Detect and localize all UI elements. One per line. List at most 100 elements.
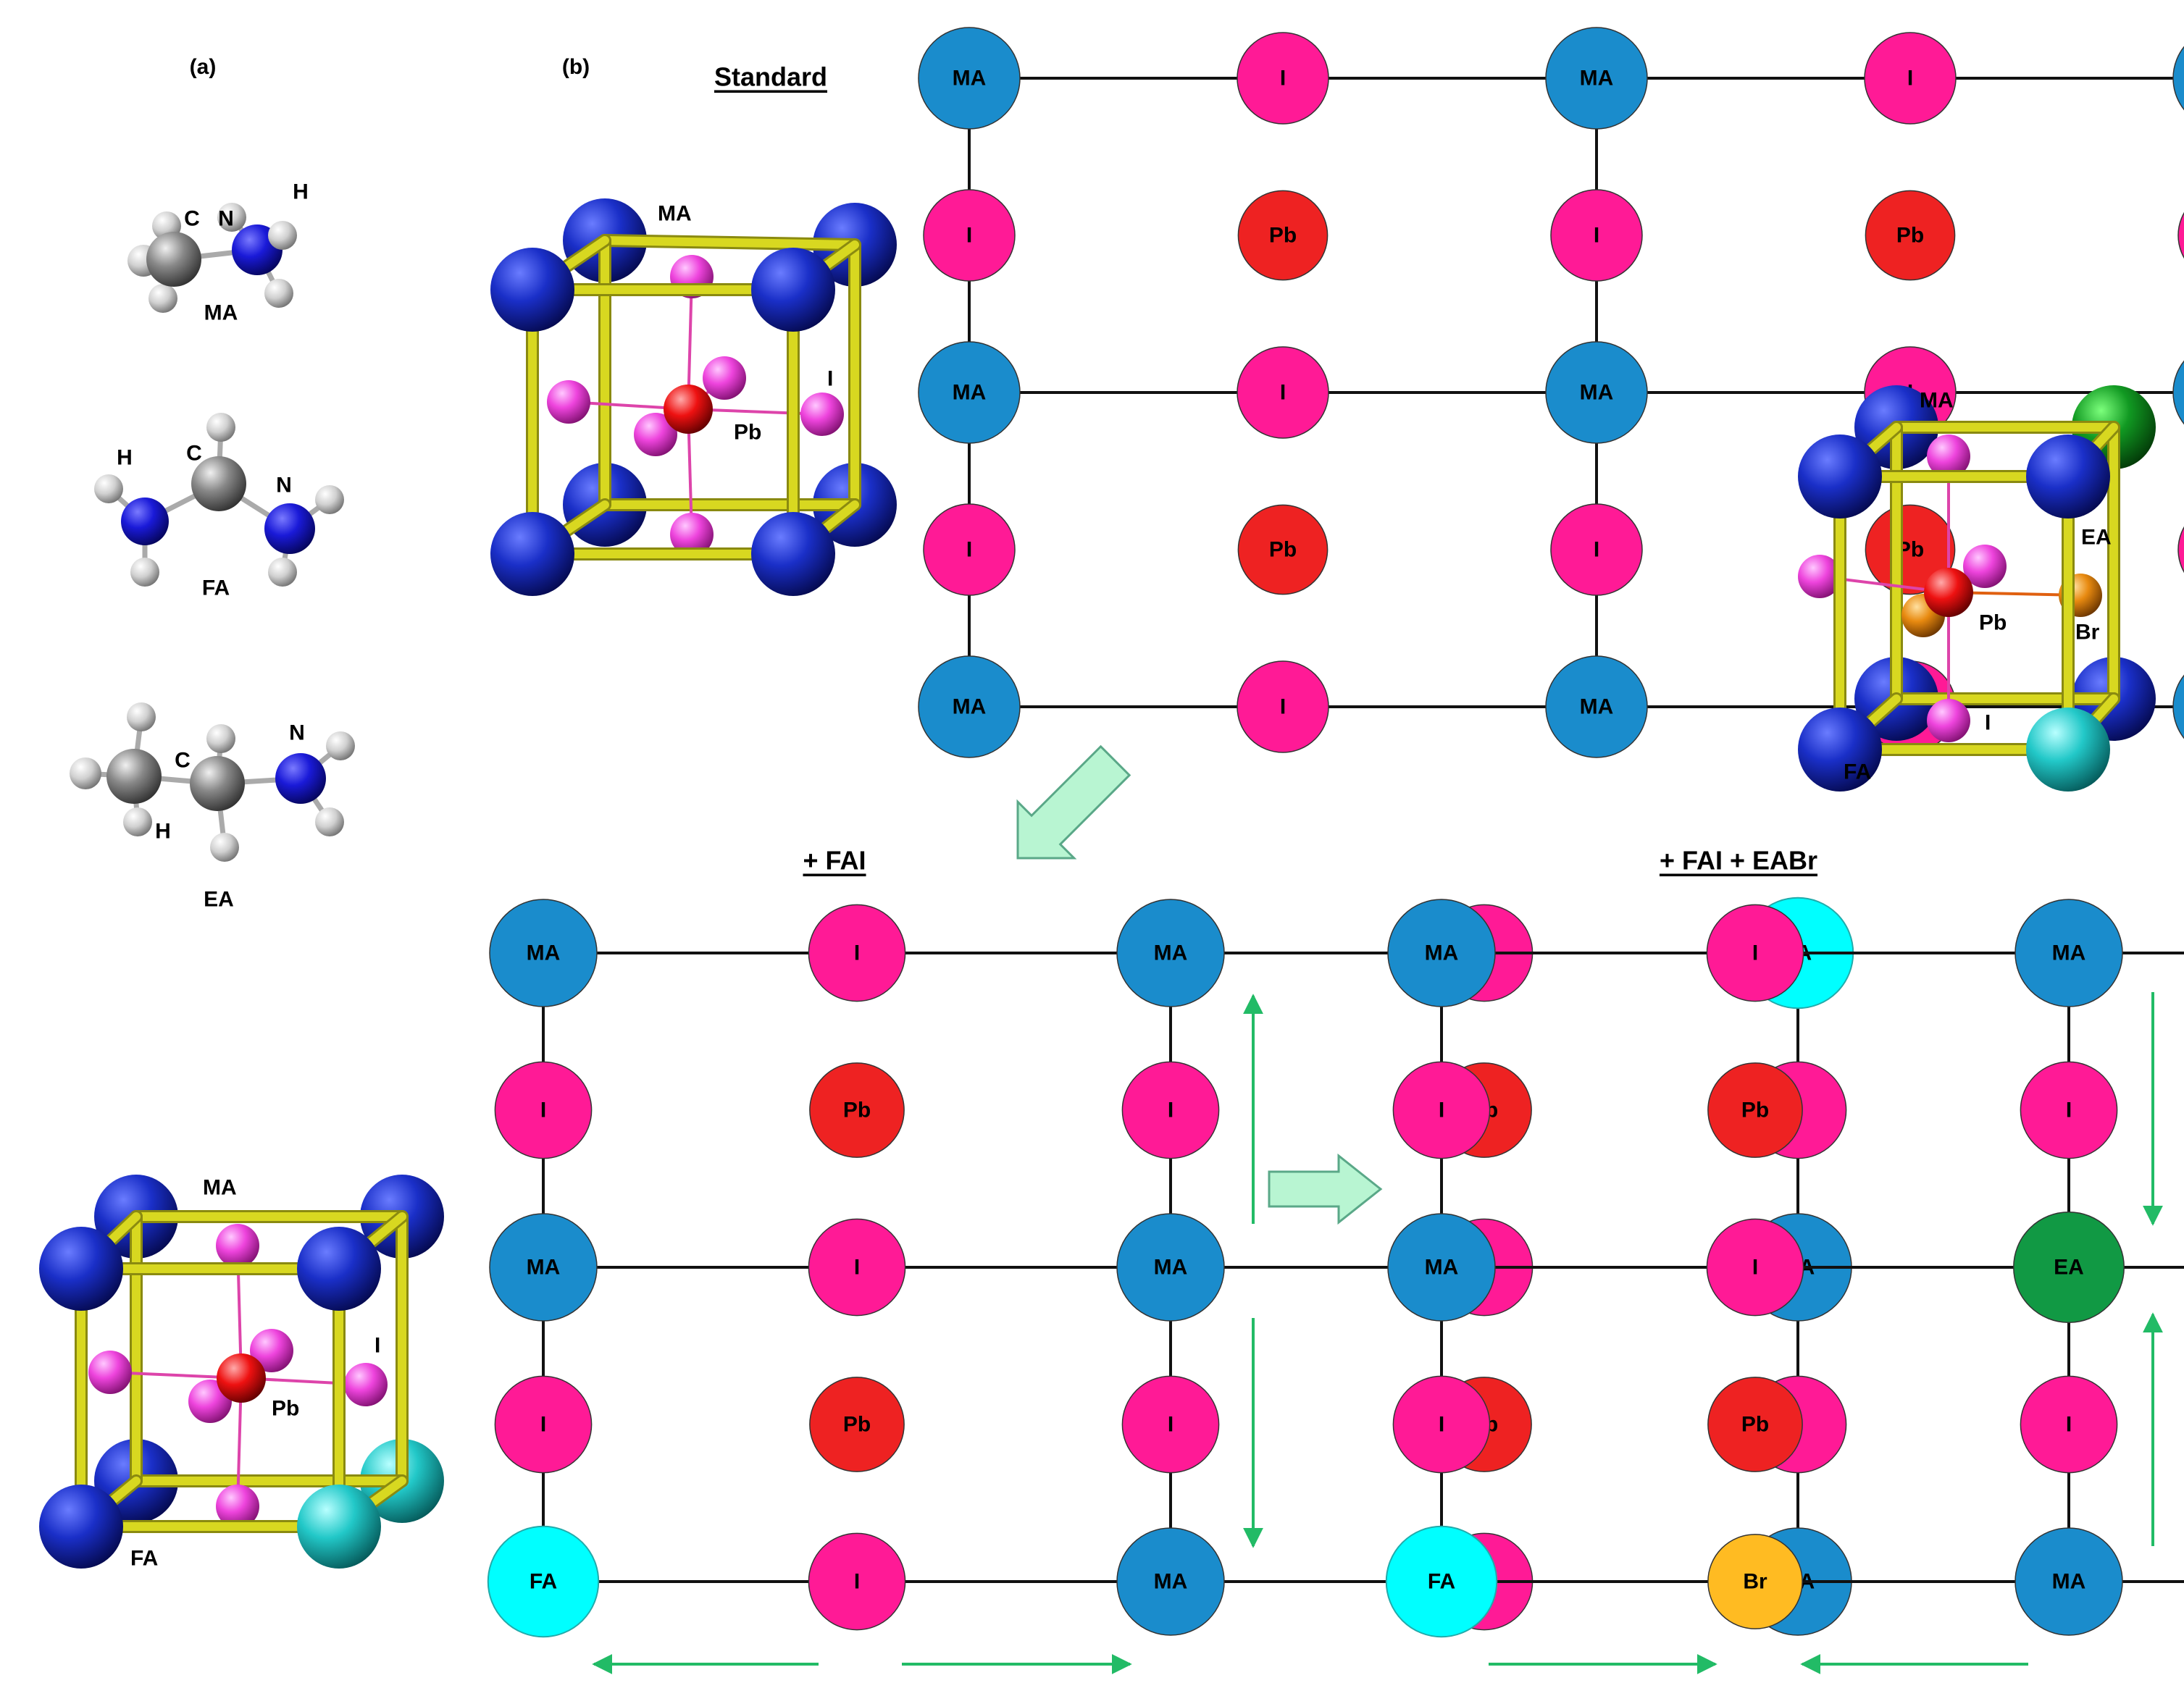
node-label-i: I <box>540 1413 546 1437</box>
lattice-node-i <box>1121 1375 1220 1474</box>
node-label-i: I <box>854 1570 860 1594</box>
carbon-atom <box>191 456 246 511</box>
i-sphere <box>1927 435 1970 478</box>
lattice-node-i <box>1864 32 1957 125</box>
node-label-pb: Pb <box>1741 1099 1769 1122</box>
lattice-node-i <box>1237 32 1329 125</box>
lattice-node-pb <box>1707 1062 1803 1158</box>
node-label-pb: Pb <box>843 1099 871 1122</box>
crystal-label-halide: I <box>375 1334 380 1358</box>
atom-label-h: H <box>155 820 171 844</box>
lattice-node-ma <box>2172 360 2184 425</box>
crystal-label-halide: I <box>827 367 833 391</box>
node-label-i: I <box>1594 224 1599 248</box>
lattice-node-ma <box>2014 1527 2123 1636</box>
node-label-fa: FA <box>530 1570 557 1594</box>
nitrogen-atom <box>275 753 326 804</box>
corner-sphere <box>2026 435 2110 519</box>
hydrogen-atom <box>315 485 344 514</box>
hydrogen-atom <box>127 702 156 731</box>
hydrogen-atom <box>326 731 355 760</box>
lattice-node-i <box>923 189 1016 282</box>
node-label-fa: FA <box>1428 1570 1455 1594</box>
lattice-node-i <box>808 1218 906 1317</box>
pb-sphere <box>217 1353 266 1403</box>
cell-edge-highlight <box>601 236 859 249</box>
node-label-ea: EA <box>2054 1256 2084 1280</box>
lattice-3: + FAI + EABrMAIMAIFAIPbIPbIMAIEAIMAIPbIP… <box>1385 846 2184 1638</box>
hydrogen-atom <box>123 807 152 836</box>
node-label-i: I <box>1280 381 1286 405</box>
nitrogen-atom <box>264 503 315 554</box>
crystal-label-br: Br <box>2075 621 2100 645</box>
lattice-node-ma <box>1116 1213 1225 1322</box>
node-label-ma: MA <box>1425 1256 1459 1280</box>
i-sphere <box>1927 699 1970 742</box>
atom-label-n: N <box>276 474 292 498</box>
lattice-node-i <box>2020 1061 2118 1159</box>
lattice-node-pb <box>1237 504 1329 595</box>
i-sphere <box>88 1351 132 1394</box>
hydrogen-atom <box>206 724 235 753</box>
node-label-pb: Pb <box>1269 224 1297 248</box>
diagonal-arrow <box>1016 744 1131 860</box>
carbon-atom <box>190 756 245 811</box>
transition-arrows <box>592 744 2163 1674</box>
lattice-node-ma <box>2172 674 2184 739</box>
pb-sphere <box>664 385 713 434</box>
crystal-label-halide: I <box>1985 711 1991 735</box>
node-label-i: I <box>1594 538 1599 562</box>
i-sphere <box>670 513 714 556</box>
lattice-node-i <box>1706 1218 1804 1317</box>
node-label-ma: MA <box>1154 1256 1188 1280</box>
lattice-node-fa <box>1385 1525 1498 1638</box>
lattice-node-i <box>2177 211 2184 259</box>
corner-sphere <box>1798 435 1882 519</box>
node-label-ma: MA <box>1154 1570 1188 1594</box>
lattice-node-ma <box>1545 27 1648 130</box>
node-label-pb: Pb <box>1896 224 1924 248</box>
atom-label-h: H <box>293 180 309 204</box>
panel-label-a: (a) <box>190 55 217 79</box>
lattice-node-i <box>1237 346 1329 439</box>
i-sphere <box>1963 545 2007 588</box>
molecule-name: EA <box>204 888 234 912</box>
crystal-label-center: Pb <box>1979 611 2007 635</box>
node-label-i: I <box>854 941 860 965</box>
lattice-node-ma <box>1545 341 1648 444</box>
carbon-atom <box>106 749 162 804</box>
hydrogen-atom <box>268 221 297 250</box>
hydrogen-atom <box>264 279 293 308</box>
i-sphere <box>216 1485 259 1528</box>
molecule-name: FA <box>202 576 230 600</box>
corner-sphere <box>297 1227 381 1311</box>
corner-sphere <box>490 248 574 332</box>
atom-label-h: H <box>117 446 133 470</box>
panel-label-b: (b) <box>562 55 590 79</box>
i-sphere <box>1798 555 1841 598</box>
lattice-node-i <box>1706 904 1804 1002</box>
lattice-node-ma <box>2172 46 2184 111</box>
lattice-node-i <box>1392 1375 1491 1474</box>
carbon-atom <box>146 232 201 287</box>
node-label-i: I <box>2066 1413 2072 1437</box>
lattice-node-fa <box>487 1525 600 1638</box>
hydrogen-atom <box>217 203 246 232</box>
lattice-node-i <box>923 503 1016 596</box>
lattice-title: + FAI <box>803 846 866 876</box>
node-label-ma: MA <box>1580 695 1614 719</box>
corner-sphere <box>2026 708 2110 792</box>
nitrogen-atom <box>121 498 169 545</box>
hydrogen-atom <box>210 833 239 862</box>
crystal-label-corner: MA <box>1920 389 1954 413</box>
lattice-node-ma <box>918 655 1021 758</box>
node-label-i: I <box>1752 1256 1758 1280</box>
crystal-label-center: Pb <box>734 421 761 445</box>
corner-sphere <box>751 512 835 596</box>
node-label-i: I <box>1168 1099 1173 1122</box>
node-label-i: I <box>854 1256 860 1280</box>
